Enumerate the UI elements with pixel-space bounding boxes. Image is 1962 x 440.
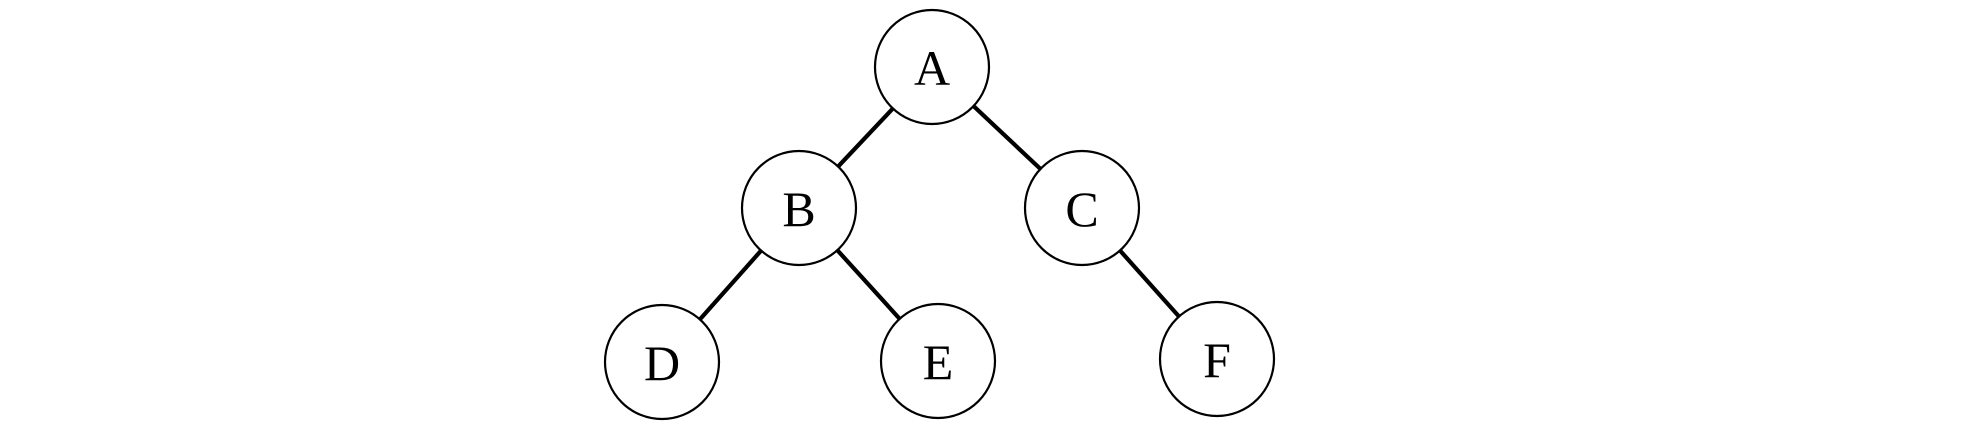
node-circle-D: [603, 303, 721, 421]
node-label-B: B: [782, 181, 815, 237]
tree-node-A: A: [873, 8, 991, 126]
node-circle-F: [1158, 300, 1276, 418]
node-label-F: F: [1203, 332, 1231, 388]
node-label-A: A: [914, 40, 950, 96]
node-circle-E: [879, 302, 997, 420]
tree-node-B: B: [740, 149, 858, 267]
tree-node-F: F: [1158, 300, 1276, 418]
node-circle-A: [873, 8, 991, 126]
tree-node-C: C: [1023, 149, 1141, 267]
tree-node-E: E: [879, 302, 997, 420]
node-label-D: D: [644, 335, 680, 391]
tree-node-D: D: [603, 303, 721, 421]
node-label-C: C: [1065, 181, 1098, 237]
node-circle-C: [1023, 149, 1141, 267]
node-circle-B: [740, 149, 858, 267]
node-label-E: E: [923, 334, 954, 390]
